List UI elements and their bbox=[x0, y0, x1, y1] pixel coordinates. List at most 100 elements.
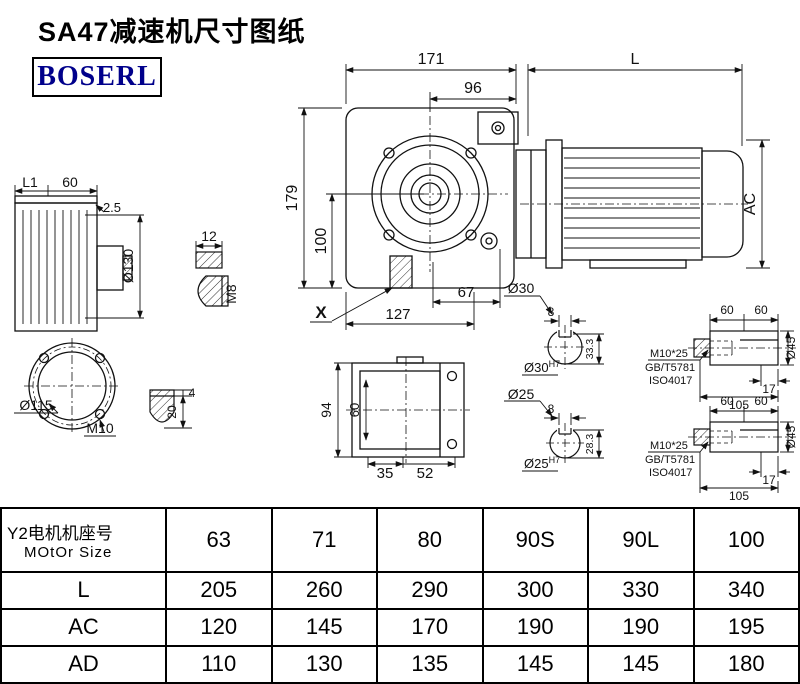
terminal-box bbox=[477, 111, 519, 145]
value-cell: 340 bbox=[692, 570, 800, 610]
gearbox-front-view bbox=[345, 107, 547, 289]
value-cell: 195 bbox=[692, 607, 800, 647]
dim-base-width-label: 127 bbox=[385, 306, 410, 323]
dim-ac-label: AC bbox=[742, 193, 759, 215]
shaft1-dia-label: Ø30 bbox=[508, 280, 535, 296]
main-dimensions bbox=[298, 64, 770, 330]
side-shaft-stub bbox=[122, 255, 133, 281]
dim-l1-label: L1 bbox=[22, 174, 38, 190]
dim-center-height-label: 100 bbox=[313, 228, 330, 255]
dim-lip-label: 2.5 bbox=[103, 200, 121, 215]
thread-m10-label: M10 bbox=[86, 420, 113, 436]
value-cell: 330 bbox=[587, 570, 695, 610]
shaft1-seg1-label: 60 bbox=[720, 303, 734, 317]
dim-flange-dia115-label: Ø115 bbox=[19, 397, 52, 413]
motor-fins bbox=[564, 157, 700, 249]
value-cell: 145 bbox=[587, 644, 695, 684]
dim-flange-dia-label: Ø130 bbox=[120, 249, 136, 283]
motor-size-label-en: MOtOr Size bbox=[24, 543, 113, 561]
shaft1-depth-label: 33.3 bbox=[584, 339, 596, 360]
value-cell: 190 bbox=[481, 607, 589, 647]
side-fins bbox=[22, 210, 88, 324]
size-90l-cell: 90L bbox=[587, 507, 695, 573]
value-cell: 130 bbox=[270, 644, 378, 684]
size-90s-cell: 90S bbox=[481, 507, 589, 573]
dim-plug-length-label: 20 bbox=[165, 405, 179, 419]
shaft1-seg2-label: 60 bbox=[754, 303, 768, 317]
shaft1-end-dia-label: Ø45 bbox=[784, 336, 798, 359]
shaft1-std2-label: ISO4017 bbox=[649, 375, 692, 387]
shaft2-end-dia-label: Ø45 bbox=[784, 425, 798, 448]
shaft2-depth-label: 28.3 bbox=[584, 434, 596, 455]
value-cell: 145 bbox=[270, 607, 378, 647]
technical-drawing: 171 96 L 179 100 AC 67 127 X L1 60 2.5 Ø… bbox=[14, 51, 798, 503]
shaft2-bolt-label: M10*25 bbox=[650, 440, 688, 452]
value-cell: 205 bbox=[165, 570, 273, 610]
motor-size-label-cn: Y2电机机座号 bbox=[7, 523, 113, 543]
dim-width-label: 171 bbox=[418, 51, 445, 68]
dim-side-width-label: 60 bbox=[62, 174, 78, 190]
pin-shape bbox=[197, 275, 229, 307]
page-title: SA47减速机尺寸图纸 bbox=[38, 17, 306, 47]
motor-size-header-cell: Y2电机机座号 MOtOr Size bbox=[0, 507, 167, 573]
table-row-AD: AD 110 130 135 145 145 180 bbox=[0, 644, 800, 684]
shaft2-seg2-label: 60 bbox=[754, 394, 768, 408]
shaft-option-2 bbox=[504, 400, 796, 493]
value-cell: 145 bbox=[481, 644, 589, 684]
dim-key-width-label: 12 bbox=[201, 228, 217, 244]
key-section-hatch bbox=[195, 251, 223, 269]
value-cell: 170 bbox=[376, 607, 484, 647]
dim-bolt-span-label: 96 bbox=[464, 80, 482, 97]
shaft2-dims bbox=[648, 406, 794, 493]
dim-motor-length-label: L bbox=[631, 51, 640, 68]
value-cell: 300 bbox=[481, 570, 589, 610]
row-label-L: L bbox=[0, 570, 167, 610]
shaft1-key-width-label: 8 bbox=[548, 305, 555, 319]
plug-detail-view bbox=[149, 389, 192, 429]
motor-side-view bbox=[520, 139, 748, 269]
thread-m8-label: M8 bbox=[223, 284, 239, 304]
brand-logo-text: BOSERL bbox=[37, 61, 157, 92]
shaft1-std1-label: GB/T5781 bbox=[645, 362, 695, 374]
section-x-label: X bbox=[315, 303, 327, 322]
key-pin-detail bbox=[195, 241, 229, 307]
value-cell: 290 bbox=[376, 570, 484, 610]
dim-plug-tip-label: 4 bbox=[189, 386, 196, 400]
size-80-cell: 80 bbox=[376, 507, 484, 573]
shaft2-dia-label: Ø25 bbox=[508, 386, 535, 402]
dim-bottom-w2-label: 52 bbox=[417, 465, 434, 482]
shaft1-dims bbox=[648, 314, 794, 402]
dim-bottom-inner-label: 60 bbox=[347, 403, 362, 417]
flange-circle-view bbox=[14, 338, 120, 437]
value-cell: 260 bbox=[270, 570, 378, 610]
dim-bottom-w1-label: 35 bbox=[377, 465, 394, 482]
dim-hole-span-label: 67 bbox=[458, 284, 475, 301]
value-cell: 135 bbox=[376, 644, 484, 684]
shaft1-tip-label: 17 bbox=[762, 382, 776, 396]
value-cell: 110 bbox=[165, 644, 273, 684]
oil-plug-circle bbox=[480, 232, 498, 250]
table-header-row: Y2电机机座号 MOtOr Size 63 71 80 90S 90L 100 bbox=[0, 507, 800, 573]
gearbox-side-view bbox=[14, 185, 144, 332]
bottom-dimensions bbox=[334, 362, 456, 468]
shaft1-bore-label: Ø30H7 bbox=[524, 359, 560, 375]
size-100-cell: 100 bbox=[692, 507, 800, 573]
shaft1-keyway-dim bbox=[522, 315, 604, 376]
brand-logo-box: BOSERL bbox=[32, 57, 162, 97]
shaft2-keyway-dim bbox=[522, 413, 604, 472]
gearbox-bottom-view bbox=[334, 356, 470, 468]
flange-leaders bbox=[14, 403, 116, 437]
table-row-AC: AC 120 145 170 190 190 195 bbox=[0, 607, 800, 647]
table-row-L: L 205 260 290 300 330 340 bbox=[0, 570, 800, 610]
shaft1-bolt-label: M10*25 bbox=[650, 348, 688, 360]
size-63-cell: 63 bbox=[165, 507, 273, 573]
dim-height-label: 179 bbox=[284, 185, 301, 212]
motor-foot bbox=[589, 259, 687, 269]
shaft2-bore-label: Ø25H7 bbox=[524, 455, 560, 471]
value-cell: 190 bbox=[587, 607, 695, 647]
motor-fan-cover bbox=[701, 150, 744, 258]
output-shaft-section-hatch bbox=[389, 255, 413, 289]
row-label-AC: AC bbox=[0, 607, 167, 647]
shaft2-key-width-label: 8 bbox=[548, 402, 555, 416]
value-cell: 120 bbox=[165, 607, 273, 647]
